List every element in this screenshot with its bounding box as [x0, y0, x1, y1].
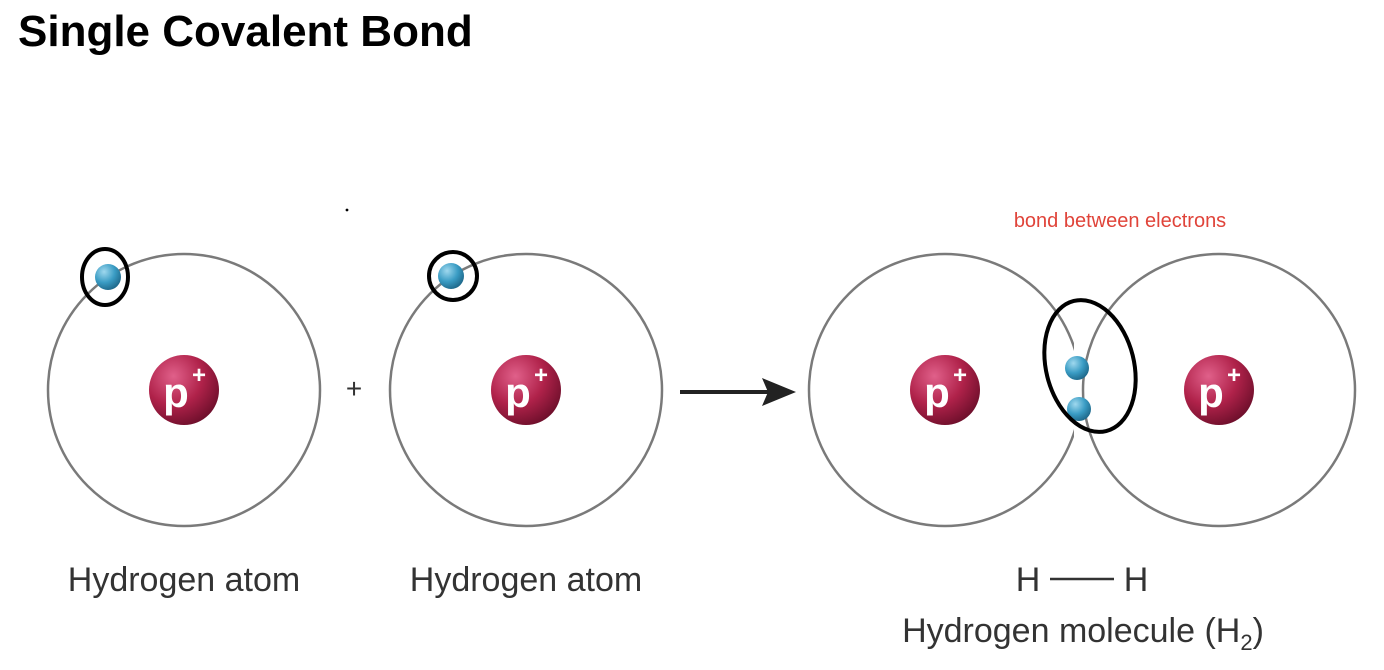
proton-label: p: [1198, 369, 1224, 416]
left-electron-highlight-circle: [80, 247, 130, 307]
right-atom-caption: Hydrogen atom: [410, 561, 642, 599]
page-title: Single Covalent Bond: [18, 7, 473, 56]
left-atom-electron: [95, 264, 121, 290]
molecule-right-orbit: [1081, 252, 1357, 528]
right-electron-highlight-circle: [427, 250, 479, 302]
molecule-caption-subscript: 2: [1240, 630, 1252, 655]
molecule-left-proton: p +: [910, 355, 980, 425]
proton-label: p: [163, 369, 189, 416]
left-hydrogen-atom: p +: [46, 247, 322, 528]
hydrogen-molecule: p + p + bond between electrons: [807, 210, 1357, 528]
proton-charge: +: [192, 362, 206, 389]
stray-dot: [345, 208, 349, 212]
reaction-arrow: [680, 378, 796, 406]
proton-charge: +: [953, 362, 967, 389]
molecule-caption-prefix: Hydrogen molecule (H: [902, 612, 1240, 650]
molecule-formula: H H: [1016, 561, 1149, 599]
shared-electron-top: [1065, 356, 1089, 380]
molecule-caption-suffix: ): [1253, 612, 1264, 650]
shared-electron-bottom: [1067, 397, 1091, 421]
bond-annotation: bond between electrons: [1014, 210, 1226, 232]
proton-charge: +: [1227, 362, 1241, 389]
proton-charge: +: [534, 362, 548, 389]
left-atom-orbit: [46, 252, 322, 528]
left-atom-proton: p +: [149, 355, 219, 425]
molecule-left-orbit: [807, 252, 1074, 528]
right-hydrogen-atom: p +: [388, 250, 664, 528]
right-atom-proton: p +: [491, 355, 561, 425]
right-atom-orbit: [388, 252, 664, 528]
proton-label: p: [505, 369, 531, 416]
formula-left-atom: H: [1016, 561, 1041, 599]
formula-right-atom: H: [1124, 561, 1149, 599]
bond-highlight-ellipse: [1042, 298, 1138, 434]
left-atom-caption: Hydrogen atom: [68, 561, 300, 599]
plus-sign: +: [346, 373, 362, 404]
right-atom-electron: [438, 263, 464, 289]
molecule-caption: Hydrogen molecule (H2): [902, 612, 1264, 655]
molecule-right-proton: p +: [1184, 355, 1254, 425]
proton-label: p: [924, 369, 950, 416]
